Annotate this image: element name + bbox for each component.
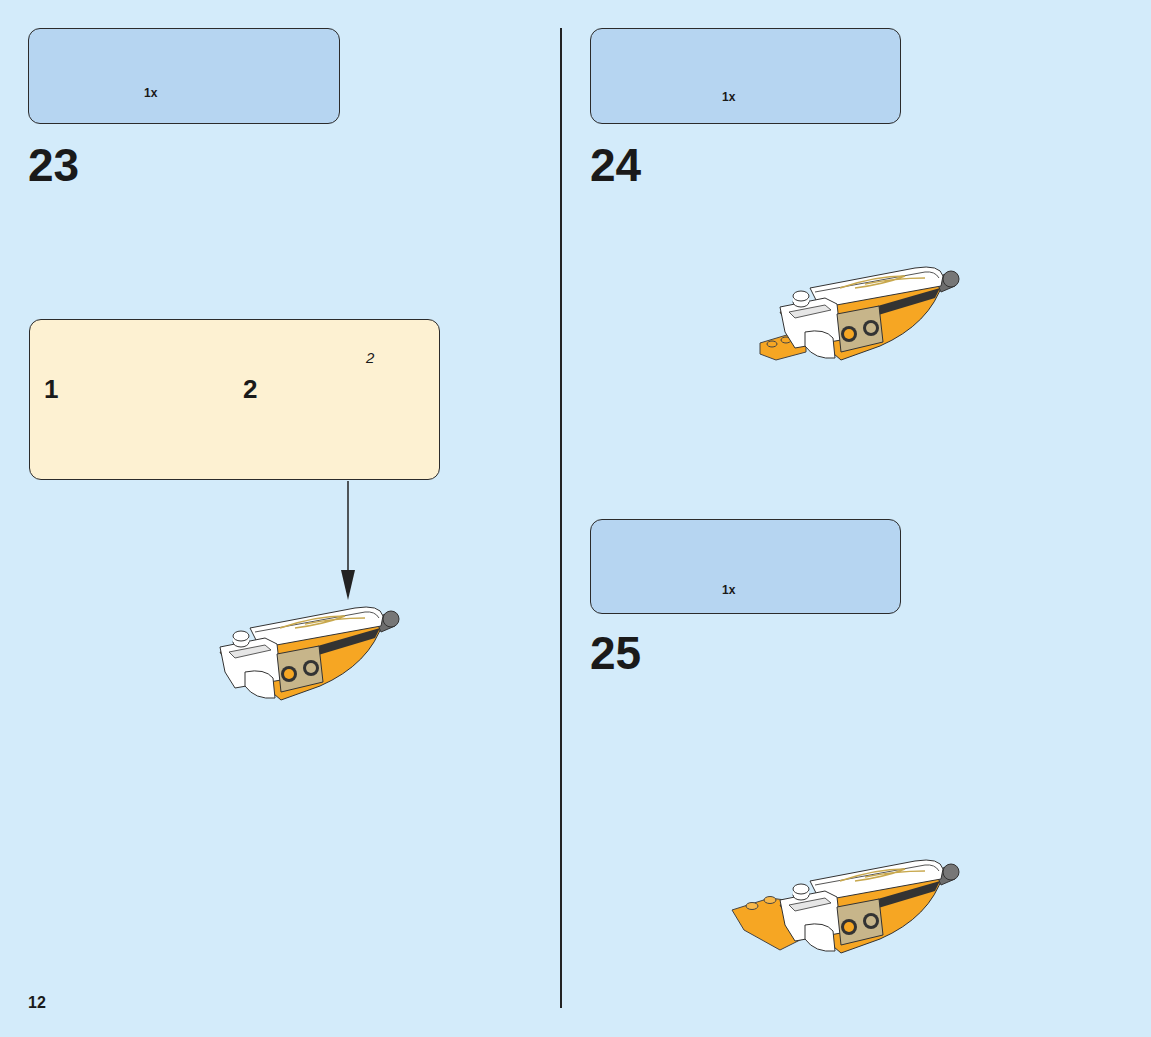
quantity-label: 1x [144,87,157,99]
parts-box: 1x [590,519,901,614]
page-number: 12 [28,995,46,1011]
sticker-number: 2 [366,350,374,365]
substep-number: 1 [44,376,58,402]
step-number: 23 [28,142,79,188]
substep-number: 2 [243,376,257,402]
parts-box: 1x [590,28,901,124]
quantity-label: 1x [722,584,735,596]
substep-box: 12 [29,319,440,480]
parts-box: 1x [28,28,340,124]
step-number: 25 [590,630,641,676]
step-number: 24 [590,142,641,188]
quantity-label: 1x [722,91,735,103]
